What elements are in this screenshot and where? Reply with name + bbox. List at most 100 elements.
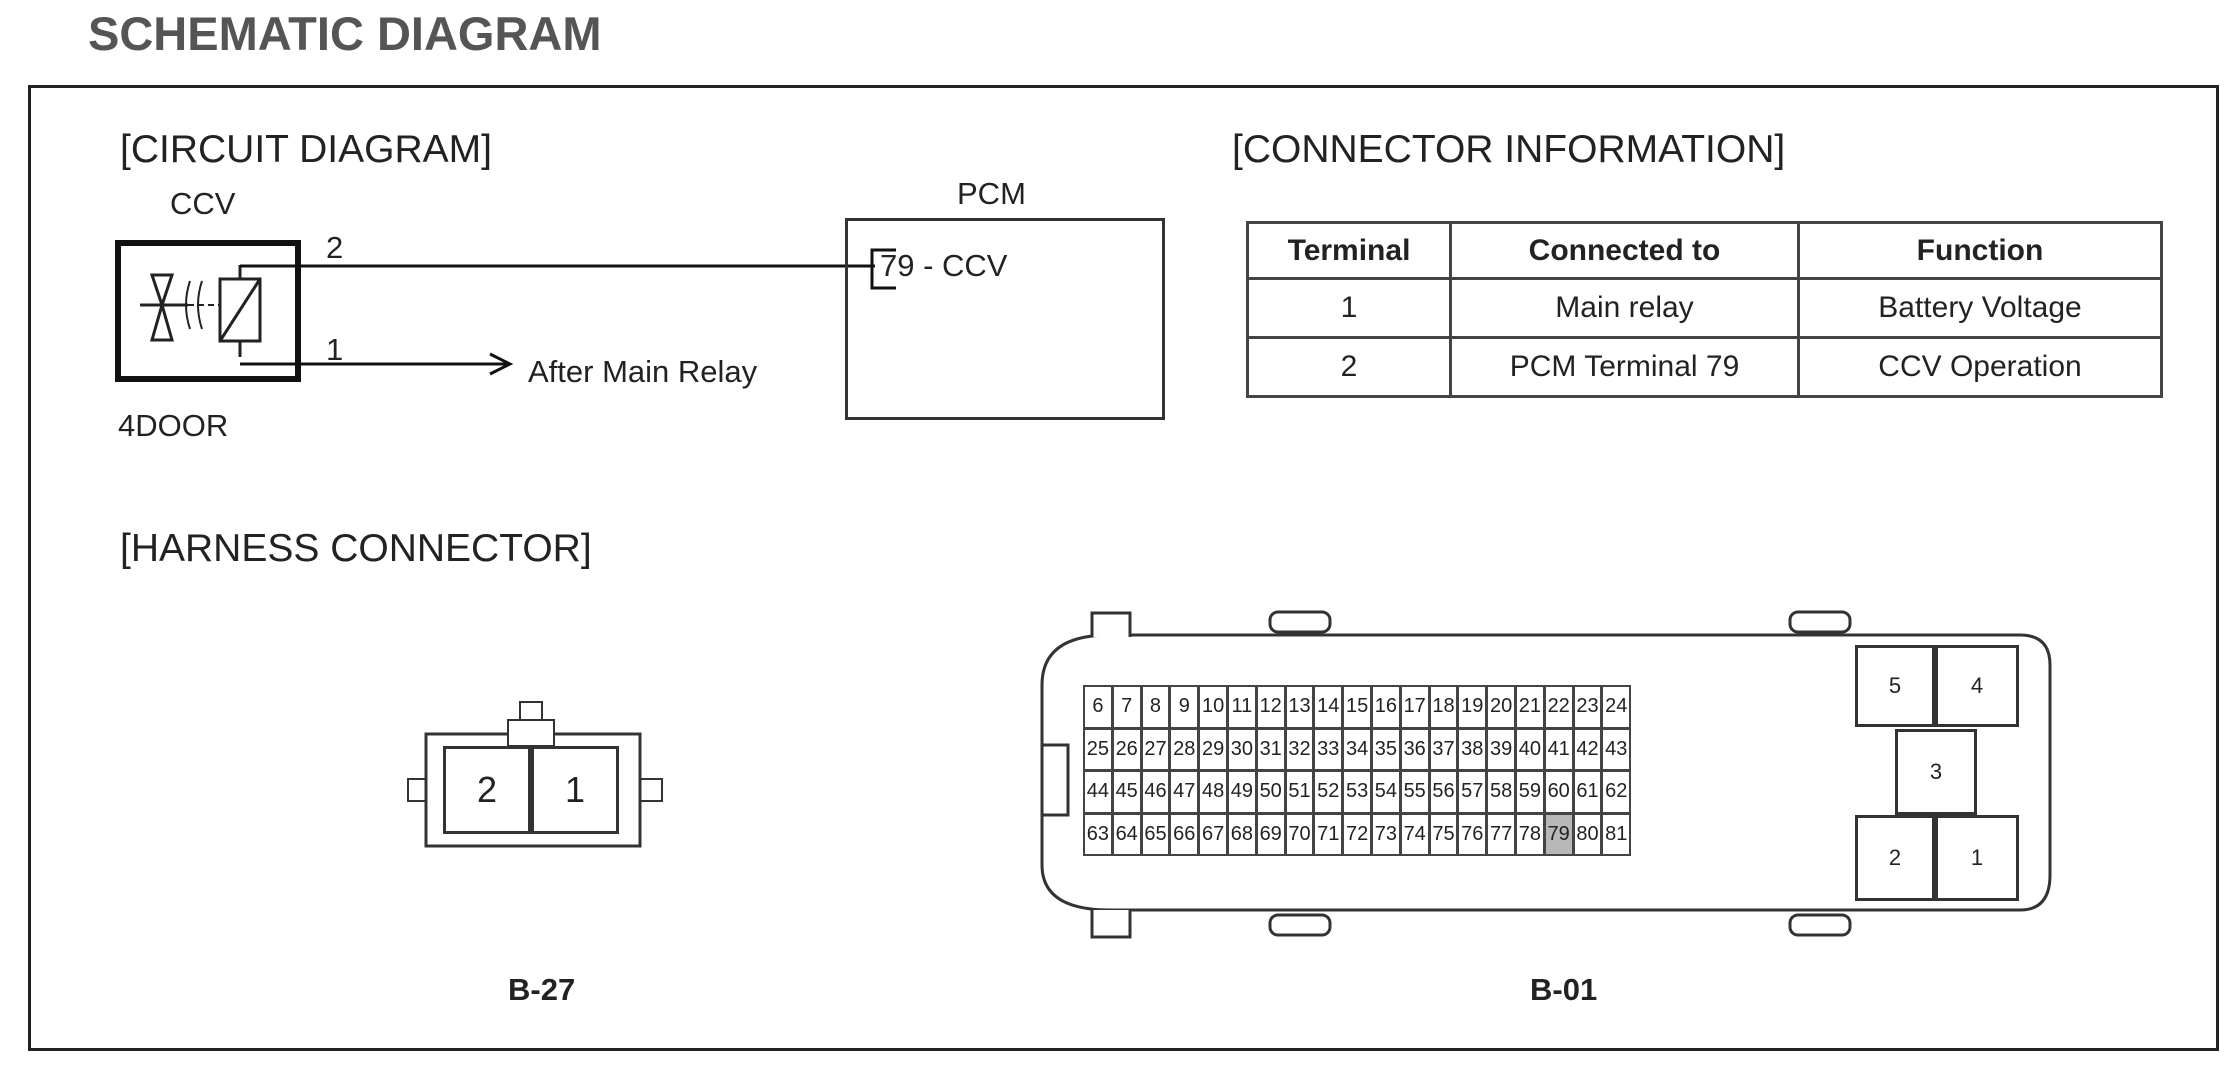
b01-pin: 34 <box>1342 727 1372 771</box>
ccv-label: CCV <box>170 186 236 221</box>
table-row: 1 Main relay Battery Voltage <box>1246 277 2163 339</box>
b01-pin: 36 <box>1399 727 1430 771</box>
b01-large-pin-3: 3 <box>1895 729 1977 815</box>
page-title: SCHEMATIC DIAGRAM <box>88 7 602 60</box>
b01-pin: 49 <box>1227 770 1257 814</box>
circuit-wiring <box>240 248 896 376</box>
b01-pin: 45 <box>1111 770 1142 814</box>
pcm-pin-label: 79 - CCV <box>880 248 1008 283</box>
b01-pin: 64 <box>1111 812 1142 856</box>
b01-large-pin-5: 5 <box>1855 645 1935 727</box>
b01-pin: 54 <box>1371 770 1401 814</box>
b01-pin: 69 <box>1255 812 1286 856</box>
b01-pin: 20 <box>1486 685 1516 729</box>
b01-pin: 6 <box>1083 685 1113 729</box>
b01-pin: 65 <box>1140 812 1171 856</box>
b01-pin: 42 <box>1572 727 1603 771</box>
b01-large-pin-1: 1 <box>1935 815 2019 901</box>
b01-pin: 67 <box>1198 812 1228 856</box>
b01-pin: 80 <box>1572 812 1603 856</box>
b01-pin: 13 <box>1284 685 1315 729</box>
b01-pin: 28 <box>1169 727 1200 771</box>
b01-pin: 14 <box>1313 685 1344 729</box>
b01-pin: 68 <box>1227 812 1257 856</box>
b01-pin: 57 <box>1457 770 1488 814</box>
b01-pin: 50 <box>1255 770 1286 814</box>
b27-caption: B-27 <box>508 972 576 1007</box>
b27-connector-outline <box>407 701 663 848</box>
b01-pin: 30 <box>1227 727 1257 771</box>
b01-pin: 76 <box>1457 812 1488 856</box>
table-cell: CCV Operation <box>1797 336 2163 398</box>
b01-pin: 73 <box>1371 812 1401 856</box>
b01-pin: 59 <box>1515 770 1545 814</box>
b01-pin: 40 <box>1515 727 1545 771</box>
b01-pin: 26 <box>1111 727 1142 771</box>
b01-pin: 52 <box>1313 770 1344 814</box>
b01-pin: 44 <box>1083 770 1113 814</box>
table-header-terminal: Terminal <box>1246 221 1452 280</box>
b01-pin: 79 <box>1543 812 1574 856</box>
ccv-pin-1-label: 1 <box>326 332 344 367</box>
b01-pin: 61 <box>1572 770 1603 814</box>
b01-pin: 29 <box>1198 727 1228 771</box>
b01-pin: 16 <box>1371 685 1401 729</box>
b01-pin: 38 <box>1457 727 1488 771</box>
pcm-box <box>845 218 1165 420</box>
b01-pin: 41 <box>1543 727 1574 771</box>
b01-pin: 31 <box>1255 727 1286 771</box>
b01-pin: 46 <box>1140 770 1171 814</box>
b01-pin: 48 <box>1198 770 1228 814</box>
b27-pin-1: 1 <box>531 746 619 834</box>
b01-pin: 7 <box>1111 685 1142 729</box>
b01-pin: 58 <box>1486 770 1516 814</box>
b01-large-pin-2: 2 <box>1855 815 1935 901</box>
harness-connector-heading: [HARNESS CONNECTOR] <box>120 527 592 570</box>
b01-pin: 39 <box>1486 727 1516 771</box>
b01-pin: 18 <box>1428 685 1459 729</box>
b01-pin: 77 <box>1486 812 1516 856</box>
b01-pin: 17 <box>1399 685 1430 729</box>
b01-large-pin-4: 4 <box>1935 645 2019 727</box>
b01-pin: 37 <box>1428 727 1459 771</box>
b01-pin: 72 <box>1342 812 1372 856</box>
table-row: 2 PCM Terminal 79 CCV Operation <box>1246 336 2163 398</box>
pcm-label: PCM <box>957 176 1026 211</box>
b01-pin: 9 <box>1169 685 1200 729</box>
ccv-pin-2-label: 2 <box>326 230 344 265</box>
b01-pin: 43 <box>1601 727 1632 771</box>
after-main-relay-label: After Main Relay <box>528 354 758 389</box>
b01-pin: 81 <box>1601 812 1632 856</box>
table-cell: 2 <box>1246 336 1452 398</box>
b01-pin: 70 <box>1284 812 1315 856</box>
b01-pin: 21 <box>1515 685 1545 729</box>
b01-pin: 22 <box>1543 685 1574 729</box>
b01-pin: 74 <box>1399 812 1430 856</box>
b01-pin: 66 <box>1169 812 1200 856</box>
table-cell: 1 <box>1246 277 1452 339</box>
b01-pin: 19 <box>1457 685 1488 729</box>
b01-pin: 35 <box>1371 727 1401 771</box>
connector-information-heading: [CONNECTOR INFORMATION] <box>1232 128 1786 171</box>
b01-pin: 10 <box>1198 685 1228 729</box>
b01-pin: 53 <box>1342 770 1372 814</box>
b01-pin: 32 <box>1284 727 1315 771</box>
b01-pin: 12 <box>1255 685 1286 729</box>
b01-pin: 15 <box>1342 685 1372 729</box>
b27-pin-2: 2 <box>443 746 531 834</box>
b01-pin: 75 <box>1428 812 1459 856</box>
b01-pin: 23 <box>1572 685 1603 729</box>
b01-pin: 71 <box>1313 812 1344 856</box>
ccv-sublabel: 4DOOR <box>118 408 229 443</box>
b01-pin: 25 <box>1083 727 1113 771</box>
b01-pin: 55 <box>1399 770 1430 814</box>
b01-pin: 24 <box>1601 685 1632 729</box>
b01-pin: 78 <box>1515 812 1545 856</box>
table-header-row: Terminal Connected to Function <box>1246 221 2163 280</box>
b01-pin: 60 <box>1543 770 1574 814</box>
b01-pin: 51 <box>1284 770 1315 814</box>
b01-caption: B-01 <box>1530 972 1598 1007</box>
table-cell: Battery Voltage <box>1797 277 2163 339</box>
diagram-frame <box>28 85 2219 1051</box>
b01-pin: 62 <box>1601 770 1632 814</box>
